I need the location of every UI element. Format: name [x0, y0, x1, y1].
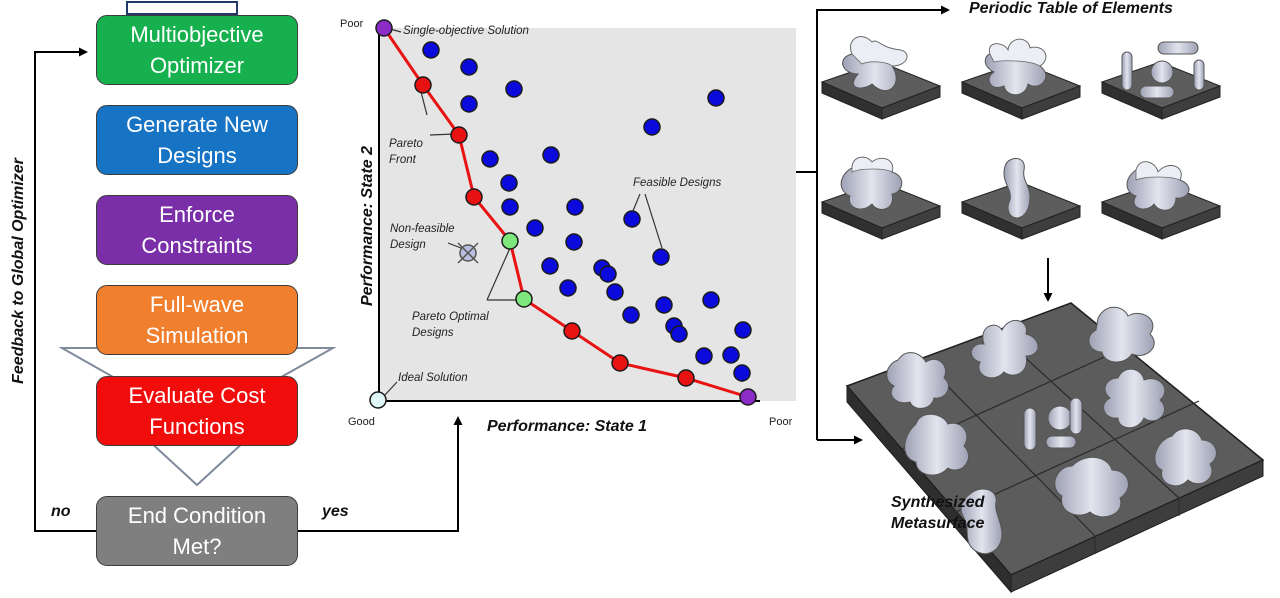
element-tile-5 — [960, 157, 1082, 240]
feasible-design-point — [541, 257, 559, 275]
non-feasible-point — [457, 242, 479, 264]
periodic-arrow — [816, 5, 950, 440]
end-condition-label: End Condition Met? — [127, 503, 267, 559]
element-tile-2 — [960, 38, 1082, 120]
pareto-front-point — [611, 354, 629, 372]
optimizer-label: Multiobjective Optimizer — [130, 22, 264, 78]
feasible-design-point — [422, 41, 440, 59]
feasible-design-point — [734, 321, 752, 339]
feasible-design-point — [500, 174, 518, 192]
element-tile-1 — [820, 36, 942, 120]
ideal-solution-annotation: Ideal Solution — [398, 372, 468, 384]
feasible-design-point — [670, 325, 688, 343]
non-feasible-annotation: Non-feasible Design — [390, 223, 455, 251]
optimizer-box: Multiobjective Optimizer — [96, 15, 298, 85]
feasible-design-point — [501, 198, 519, 216]
origin-good-label: Good — [348, 416, 375, 428]
leader-line — [383, 381, 398, 397]
feasible-design-point — [623, 210, 641, 228]
periodic-table-title: Periodic Table of Elements — [969, 0, 1173, 17]
no-label: no — [51, 503, 71, 520]
pareto-endpoint — [739, 388, 757, 406]
single-objective-annotation: Single-objective Solution — [403, 25, 529, 37]
pareto-front-point — [414, 76, 432, 94]
pareto-optimal-point — [501, 232, 519, 250]
y-poor-label: Poor — [340, 18, 364, 30]
feasible-design-point — [622, 306, 640, 324]
feasible-design-point — [722, 346, 740, 364]
x-poor-label: Poor — [769, 416, 793, 428]
pareto-front-point — [677, 369, 695, 387]
feasible-design-point — [460, 58, 478, 76]
ideal-solution-point — [369, 391, 387, 409]
pareto-front-point — [465, 188, 483, 206]
metasurface-array — [845, 302, 1265, 594]
plot-area — [380, 28, 796, 401]
feasible-design-point — [505, 80, 523, 98]
single-objective-point — [375, 19, 393, 37]
pareto-front-point — [450, 126, 468, 144]
feasible-design-point — [655, 296, 673, 314]
feasible-design-point — [565, 233, 583, 251]
metasurface-title: Synthesized Metasurface — [891, 494, 985, 532]
feasible-design-point — [606, 283, 624, 301]
x-axis-title: Performance: State 1 — [487, 418, 648, 435]
feasible-designs-annotation: Feasible Designs — [633, 177, 722, 189]
feedback-arrow — [34, 47, 96, 532]
top-connector — [126, 1, 238, 15]
feasible-design-point — [526, 219, 544, 237]
end-condition-box: End Condition Met? — [96, 496, 298, 566]
feasible-design-point — [481, 150, 499, 168]
pareto-optimal-point — [515, 290, 533, 308]
leader-line — [486, 247, 511, 301]
feasible-design-point — [542, 146, 560, 164]
enforce-constraints-box: Enforce Constraints — [96, 195, 298, 265]
feasible-design-point — [652, 248, 670, 266]
evaluate-cost-box: Evaluate Cost Functions — [96, 376, 298, 446]
pareto-front-line — [382, 27, 749, 399]
feasible-design-point — [702, 291, 720, 309]
pareto-front-point — [563, 322, 581, 340]
design-points — [369, 19, 757, 409]
generate-designs-label: Generate New Designs — [126, 112, 268, 168]
enforce-constraints-label: Enforce Constraints — [141, 202, 253, 258]
pareto-optimal-annotation: Pareto Optimal Designs — [412, 311, 489, 339]
generate-designs-box: Generate New Designs — [96, 105, 298, 175]
feasible-design-point — [695, 347, 713, 365]
simulation-box: Full-wave Simulation — [96, 285, 298, 355]
leader-line — [644, 193, 663, 249]
feasible-design-point — [460, 95, 478, 113]
element-tile-4 — [820, 156, 942, 240]
pareto-front-annotation: Pareto Front — [389, 138, 423, 166]
yes-arrow — [298, 416, 463, 532]
evaluate-cost-label: Evaluate Cost Functions — [128, 383, 266, 439]
feasible-design-point — [733, 364, 751, 382]
simulation-label: Full-wave Simulation — [145, 292, 249, 348]
element-tile-3 — [1100, 41, 1222, 120]
feasible-design-point — [559, 279, 577, 297]
element-tile-6 — [1100, 161, 1222, 240]
feasible-design-point — [599, 265, 617, 283]
leader-line — [447, 242, 462, 249]
feasible-design-point — [707, 89, 725, 107]
feasible-design-point — [566, 198, 584, 216]
feasible-design-point — [643, 118, 661, 136]
yes-label: yes — [322, 503, 349, 520]
